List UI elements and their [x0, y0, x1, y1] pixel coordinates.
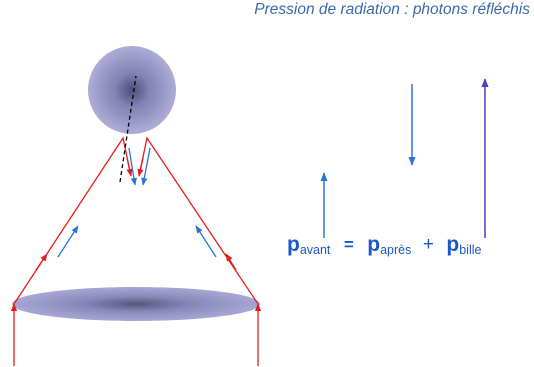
diagram-title: Pression de radiation : photons réfléchi…: [254, 1, 530, 18]
momentum-arrow-left: [57, 225, 79, 258]
bead: [88, 46, 176, 134]
plus-sign: +: [422, 234, 434, 255]
p-bead-subscript: bille: [459, 243, 482, 257]
reflected-ray-arrow-left: [126, 157, 133, 177]
ray-direction-arrow-right: [225, 253, 237, 271]
p-after-symbol: p: [367, 233, 381, 256]
focused-ray-left: [13, 136, 132, 305]
p-bead-symbol: p: [446, 233, 460, 256]
focused-ray-right: [138, 136, 259, 305]
equals-sign: =: [343, 235, 354, 254]
p-before-subscript: avant: [299, 243, 331, 257]
momentum-arrow-right: [195, 225, 217, 258]
lens: [12, 287, 260, 321]
p-before-symbol: p: [287, 233, 300, 256]
momentum-arrow-center-right: [141, 147, 151, 186]
dashed-normal-line: [119, 75, 137, 183]
ray-direction-arrow-left: [35, 253, 48, 271]
reflected-ray-arrow-right: [137, 157, 144, 177]
momentum-arrow-center-left: [128, 147, 137, 186]
momentum-equation: pavant = paprès + pbille: [287, 233, 481, 263]
p-after-subscript: après: [380, 243, 412, 257]
